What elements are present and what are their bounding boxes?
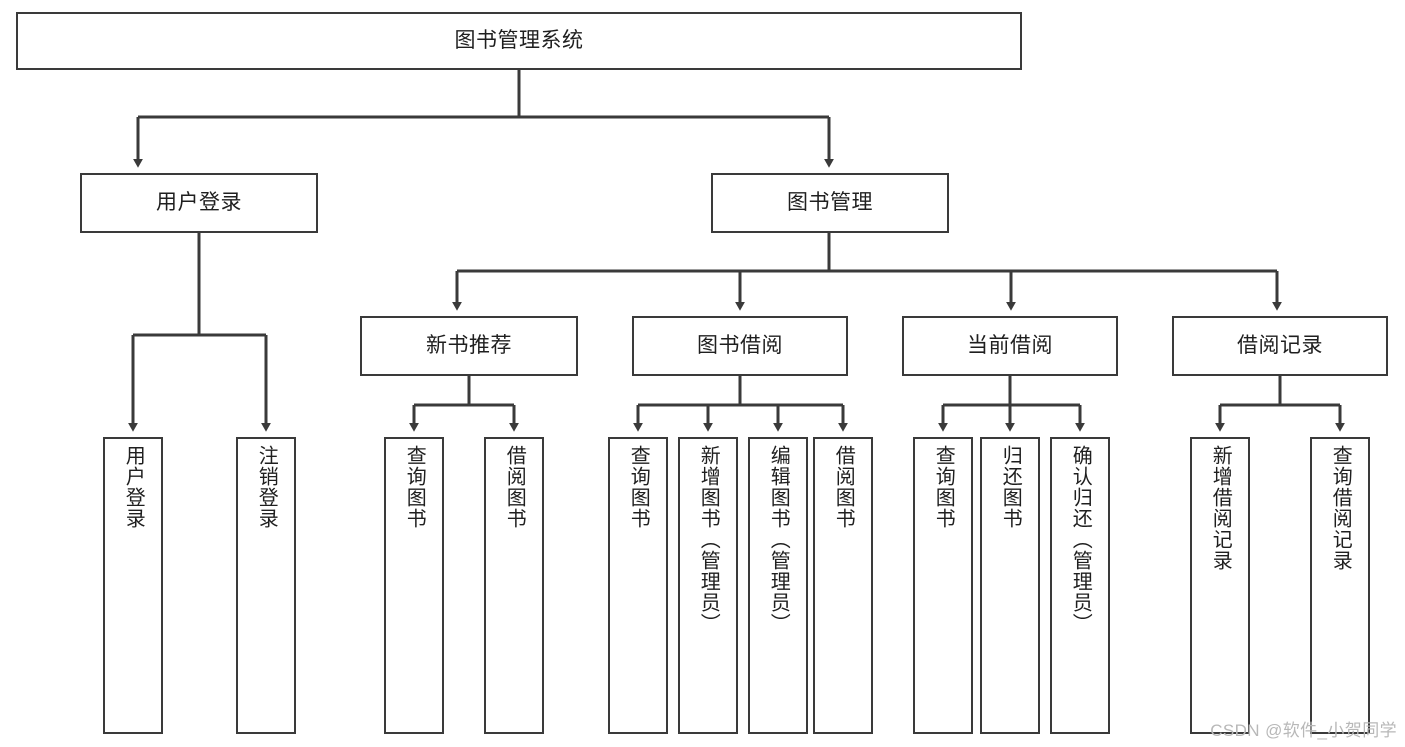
leaf-query-book-current[interactable]: 查询图书 bbox=[913, 437, 973, 734]
leaf-confirm-return-label: 确认归还（管理员） bbox=[1069, 445, 1092, 634]
leaf-add-borrow-record-label: 新增借阅记录 bbox=[1209, 445, 1232, 571]
leaf-borrow-book-recommend[interactable]: 借阅图书 bbox=[484, 437, 544, 734]
leaf-query-borrow-record[interactable]: 查询借阅记录 bbox=[1310, 437, 1370, 734]
node-book-borrow-label: 图书借阅 bbox=[697, 333, 783, 357]
leaf-confirm-return[interactable]: 确认归还（管理员） bbox=[1050, 437, 1110, 734]
leaf-query-book-borrow[interactable]: 查询图书 bbox=[608, 437, 668, 734]
leaf-query-book-current-label: 查询图书 bbox=[932, 445, 955, 529]
leaf-edit-book-label: 编辑图书（管理员） bbox=[767, 445, 790, 634]
node-root[interactable]: 图书管理系统 bbox=[16, 12, 1022, 70]
node-borrow-record-label: 借阅记录 bbox=[1237, 333, 1323, 357]
node-new-book-recommend-label: 新书推荐 bbox=[426, 333, 512, 357]
leaf-return-book[interactable]: 归还图书 bbox=[980, 437, 1040, 734]
node-current-borrow-label: 当前借阅 bbox=[967, 333, 1053, 357]
leaf-borrow-book[interactable]: 借阅图书 bbox=[813, 437, 873, 734]
leaf-add-borrow-record[interactable]: 新增借阅记录 bbox=[1190, 437, 1250, 734]
node-book-manage-label: 图书管理 bbox=[787, 190, 873, 214]
leaf-query-borrow-record-label: 查询借阅记录 bbox=[1329, 445, 1352, 571]
leaf-query-book-recommend-label: 查询图书 bbox=[403, 445, 426, 529]
node-user-login[interactable]: 用户登录 bbox=[80, 173, 318, 233]
leaf-logout-label: 注销登录 bbox=[255, 445, 278, 529]
leaf-add-book[interactable]: 新增图书（管理员） bbox=[678, 437, 738, 734]
node-borrow-record[interactable]: 借阅记录 bbox=[1172, 316, 1388, 376]
leaf-add-book-label: 新增图书（管理员） bbox=[697, 445, 720, 634]
leaf-logout[interactable]: 注销登录 bbox=[236, 437, 296, 734]
csdn-watermark: CSDN @软件_小贺同学 bbox=[1210, 721, 1397, 740]
leaf-query-book-borrow-label: 查询图书 bbox=[627, 445, 650, 529]
node-book-borrow[interactable]: 图书借阅 bbox=[632, 316, 848, 376]
leaf-borrow-book-label: 借阅图书 bbox=[832, 445, 855, 529]
leaf-edit-book[interactable]: 编辑图书（管理员） bbox=[748, 437, 808, 734]
node-root-label: 图书管理系统 bbox=[454, 28, 584, 52]
leaf-user-login[interactable]: 用户登录 bbox=[103, 437, 163, 734]
node-user-login-label: 用户登录 bbox=[156, 190, 242, 214]
node-new-book-recommend[interactable]: 新书推荐 bbox=[360, 316, 578, 376]
leaf-return-book-label: 归还图书 bbox=[999, 445, 1022, 529]
leaf-query-book-recommend[interactable]: 查询图书 bbox=[384, 437, 444, 734]
leaf-user-login-label: 用户登录 bbox=[122, 445, 145, 529]
leaf-borrow-book-recommend-label: 借阅图书 bbox=[503, 445, 526, 529]
node-book-manage[interactable]: 图书管理 bbox=[711, 173, 949, 233]
node-current-borrow[interactable]: 当前借阅 bbox=[902, 316, 1118, 376]
